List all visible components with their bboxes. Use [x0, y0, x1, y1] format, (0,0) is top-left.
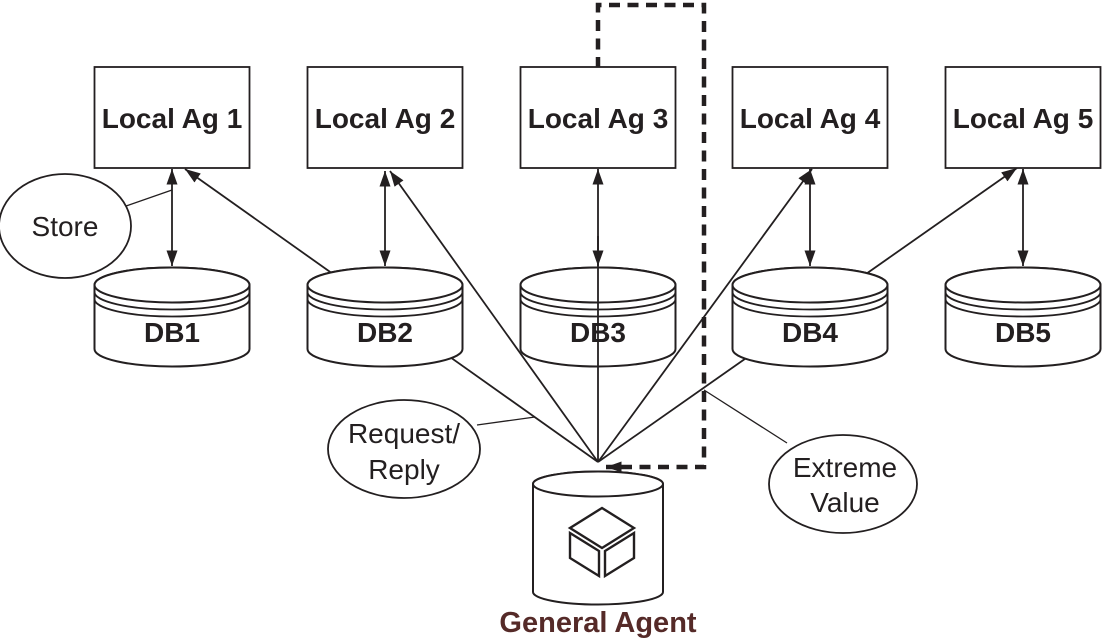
local-agent-4-label: Local Ag 4	[740, 103, 881, 134]
cube-icon	[567, 506, 637, 579]
extreme-value-leader-line	[703, 389, 788, 444]
db2-cylinder	[306, 266, 464, 368]
edge-general-agent-to-local-agent-2	[389, 170, 599, 463]
db4-disk-arc-2	[731, 298, 889, 318]
extreme-value-label-line-1: Extreme	[793, 452, 897, 483]
extreme-value-label-line-2: Value	[810, 487, 880, 518]
db4-label: DB4	[782, 317, 838, 348]
db5-disk-arc-2	[944, 298, 1102, 318]
request-reply-leader-line	[476, 416, 536, 426]
store-label-ellipse	[0, 173, 132, 279]
local-agent-4-box	[731, 66, 889, 169]
db4-top	[731, 266, 889, 304]
db1-label: DB1	[144, 317, 200, 348]
db2-disk-arc-1	[306, 291, 464, 311]
local-agent-2-box	[306, 66, 464, 169]
store-label: Store	[32, 211, 99, 242]
request-reply-label-line-2: Reply	[368, 454, 440, 485]
edge-general-agent-to-local-agent-4	[597, 168, 813, 463]
store-leader-line	[125, 189, 173, 207]
db5-label: DB5	[995, 317, 1051, 348]
nodes-layer	[0, 66, 1102, 606]
db1-disk-arc-2	[93, 298, 251, 318]
extreme-value-label-ellipse	[768, 434, 918, 534]
db5-top	[944, 266, 1102, 304]
db4-cylinder	[731, 266, 889, 368]
db5-disk-arc-1	[944, 291, 1102, 311]
db1-top	[93, 266, 251, 304]
general-agent-cylinder	[532, 470, 664, 606]
local-agent-2-label: Local Ag 2	[315, 103, 456, 134]
db4-disk-arc-1	[731, 291, 889, 311]
cube-top-face	[567, 506, 637, 550]
db3-label: DB3	[570, 317, 626, 348]
db2-top	[306, 266, 464, 304]
edge-dashed-extreme-value-local-agent-3-to-general-agent	[595, 2, 707, 473]
labels-layer: Local Ag 1 Local Ag 2 Local Ag 3 Local A…	[32, 103, 1094, 639]
db1-disk-arc-1	[93, 291, 251, 311]
local-agent-5-label: Local Ag 5	[953, 103, 1094, 134]
db2-disk-arc-2	[306, 298, 464, 318]
request-reply-label-ellipse	[327, 399, 481, 499]
request-reply-label-line-1: Request/	[348, 418, 460, 449]
edges-layer	[125, 2, 1029, 473]
local-agent-3-box	[519, 66, 677, 169]
db2-label: DB2	[357, 317, 413, 348]
db5-cylinder	[944, 266, 1102, 368]
local-agent-5-box	[944, 66, 1102, 169]
cube-right-face	[603, 530, 636, 579]
general-agent-label: General Agent	[499, 607, 696, 639]
local-agent-1-label: Local Ag 1	[102, 103, 243, 134]
local-agent-1-box	[93, 66, 251, 169]
cube-left-face	[568, 530, 601, 579]
local-agent-3-label: Local Ag 3	[528, 103, 669, 134]
db1-cylinder	[93, 266, 251, 368]
general-agent-top	[532, 470, 664, 498]
